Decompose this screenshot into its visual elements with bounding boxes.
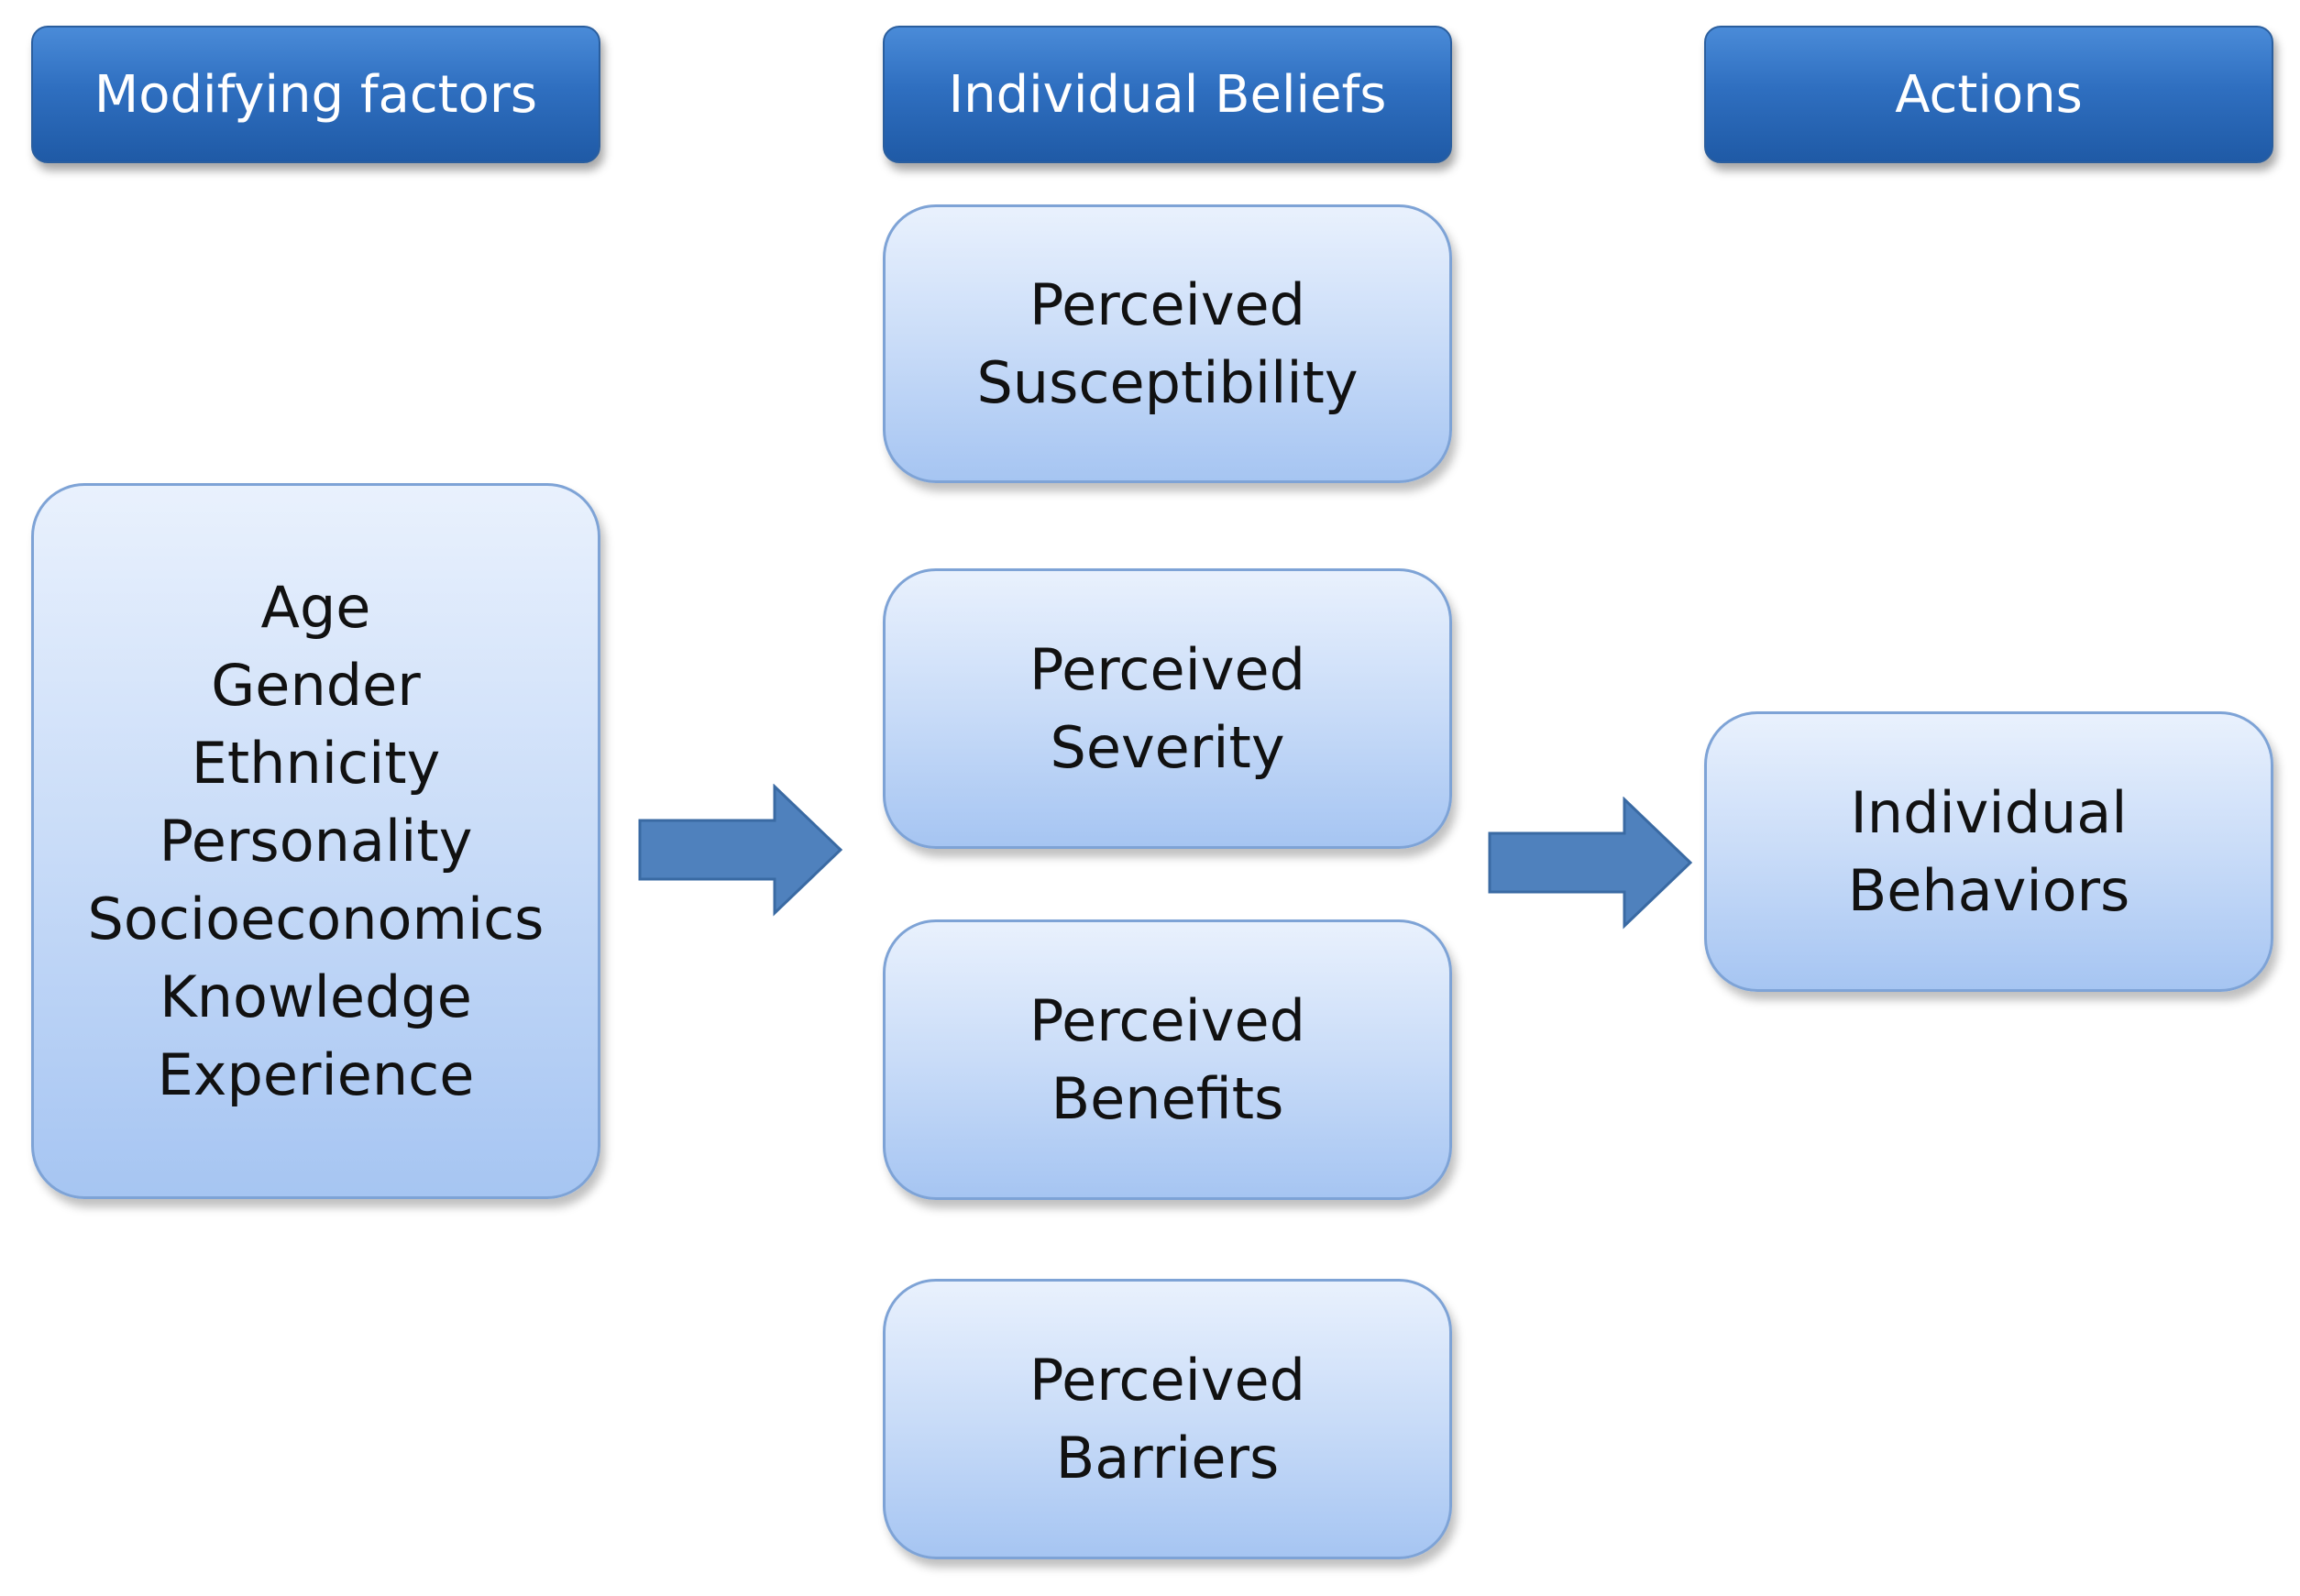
factor-experience: Experience xyxy=(157,1041,475,1108)
factor-socioeconomics: Socioeconomics xyxy=(87,886,545,952)
behaviors-line2: Behaviors xyxy=(1847,857,2130,924)
behaviors-line1: Individual xyxy=(1850,779,2128,846)
header-modifying-factors: Modifying factors xyxy=(31,26,600,163)
modifying-factors-box: Age Gender Ethnicity Personality Socioec… xyxy=(31,483,600,1199)
belief-severity-box: Perceived Severity xyxy=(883,568,1452,849)
belief-severity-line1: Perceived xyxy=(1029,636,1306,703)
belief-benefits-line1: Perceived xyxy=(1029,987,1306,1054)
header-individual-beliefs: Individual Beliefs xyxy=(883,26,1452,163)
factor-gender: Gender xyxy=(211,652,421,719)
factor-personality: Personality xyxy=(159,808,473,875)
belief-barriers-line1: Perceived xyxy=(1029,1347,1306,1414)
belief-susceptibility-line2: Susceptibility xyxy=(976,349,1359,416)
arrow-right-icon-2 xyxy=(1488,797,1693,930)
factor-knowledge: Knowledge xyxy=(160,963,472,1030)
factor-ethnicity: Ethnicity xyxy=(191,730,441,797)
belief-susceptibility-box: Perceived Susceptibility xyxy=(883,204,1452,483)
belief-barriers-line2: Barriers xyxy=(1055,1425,1280,1491)
belief-susceptibility-line1: Perceived xyxy=(1029,271,1306,338)
arrow-right-icon xyxy=(638,784,843,917)
factor-age: Age xyxy=(260,574,371,641)
belief-severity-line2: Severity xyxy=(1050,714,1285,781)
header-actions: Actions xyxy=(1704,26,2273,163)
individual-behaviors-box: Individual Behaviors xyxy=(1704,711,2273,992)
belief-benefits-line2: Benefits xyxy=(1051,1065,1284,1132)
belief-barriers-box: Perceived Barriers xyxy=(883,1279,1452,1559)
belief-benefits-box: Perceived Benefits xyxy=(883,919,1452,1200)
